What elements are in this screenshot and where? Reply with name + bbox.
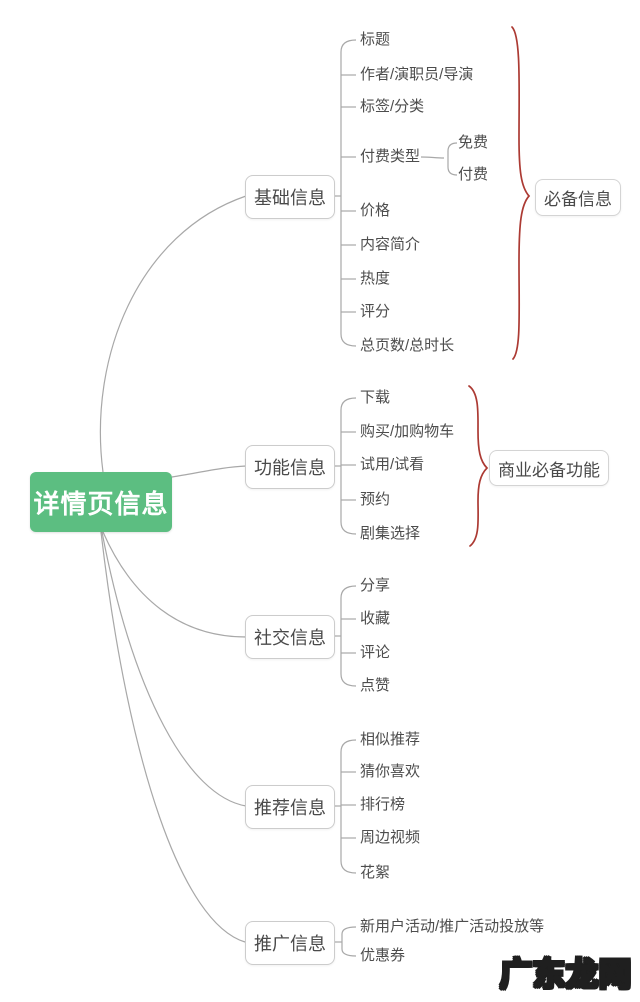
- branch-bracket-social: [333, 585, 357, 687]
- leaf-comment[interactable]: 评论: [360, 644, 391, 661]
- leaf-buy-add-cart[interactable]: 购买/加购物车: [360, 423, 455, 440]
- branch-label: 社交信息: [254, 628, 326, 648]
- leaf-favorite[interactable]: 收藏: [360, 610, 391, 627]
- leaf-pay-type[interactable]: 付费类型: [360, 148, 421, 165]
- branch-label: 功能信息: [254, 458, 326, 478]
- annotation-label: 必备信息: [544, 190, 612, 209]
- branch-bracket-promo: [333, 926, 357, 957]
- leaf-free[interactable]: 免费: [458, 134, 489, 151]
- leaf-paid[interactable]: 付费: [458, 166, 489, 183]
- brace-commercial-functions: [468, 385, 489, 547]
- leaf-tag-category[interactable]: 标签/分类: [360, 98, 425, 115]
- leaf-extras[interactable]: 花絮: [360, 864, 391, 881]
- branch-label: 推广信息: [254, 934, 326, 954]
- branch-node-recommend-info[interactable]: 推荐信息: [245, 785, 335, 829]
- leaf-reserve[interactable]: 预约: [360, 491, 391, 508]
- annotation-node-commercial-functions[interactable]: 商业必备功能: [489, 450, 609, 486]
- annotation-label: 商业必备功能: [498, 460, 600, 480]
- leaf-similar-recommend[interactable]: 相似推荐: [360, 731, 421, 748]
- leaf-share[interactable]: 分享: [360, 577, 391, 594]
- leaf-title[interactable]: 标题: [360, 31, 391, 48]
- leaf-trial-preview[interactable]: 试用/试看: [360, 456, 425, 473]
- branch-bracket-recommend: [333, 739, 357, 874]
- leaf-related-videos[interactable]: 周边视频: [360, 829, 421, 846]
- branch-node-basic-info[interactable]: 基础信息: [245, 175, 335, 219]
- leaf-download[interactable]: 下载: [360, 389, 391, 406]
- brace-required-info: [511, 26, 531, 360]
- branch-label: 基础信息: [254, 188, 326, 208]
- branch-label: 推荐信息: [254, 798, 326, 818]
- leaf-total-pages-duration[interactable]: 总页数/总时长: [360, 337, 455, 354]
- root-branch-curves: [99, 195, 247, 943]
- root-node[interactable]: 详情页信息: [30, 472, 172, 532]
- leaf-episode-select[interactable]: 剧集选择: [360, 525, 421, 542]
- leaf-ranking[interactable]: 排行榜: [360, 796, 406, 813]
- leaf-guess-you-like[interactable]: 猜你喜欢: [360, 763, 421, 780]
- branch-node-social-info[interactable]: 社交信息: [245, 615, 335, 659]
- watermark-text: 广东龙网: [499, 955, 633, 993]
- root-label: 详情页信息: [33, 488, 169, 519]
- leaf-like[interactable]: 点赞: [360, 677, 391, 694]
- leaf-popularity[interactable]: 热度: [360, 270, 391, 287]
- leaf-price[interactable]: 价格: [360, 202, 391, 219]
- leaf-author-cast[interactable]: 作者/演职员/导演: [360, 66, 474, 83]
- branch-bracket-function: [333, 397, 357, 535]
- annotation-node-required-info[interactable]: 必备信息: [535, 179, 621, 216]
- leaf-rating[interactable]: 评分: [360, 303, 391, 320]
- leaf-new-user-campaign[interactable]: 新用户活动/推广活动投放等: [360, 918, 545, 935]
- leaf-content-summary[interactable]: 内容简介: [360, 236, 421, 253]
- branch-node-promo-info[interactable]: 推广信息: [245, 921, 335, 965]
- leaf-coupon[interactable]: 优惠券: [360, 947, 406, 964]
- branch-bracket-basic: [333, 39, 458, 347]
- branch-node-function-info[interactable]: 功能信息: [245, 445, 335, 489]
